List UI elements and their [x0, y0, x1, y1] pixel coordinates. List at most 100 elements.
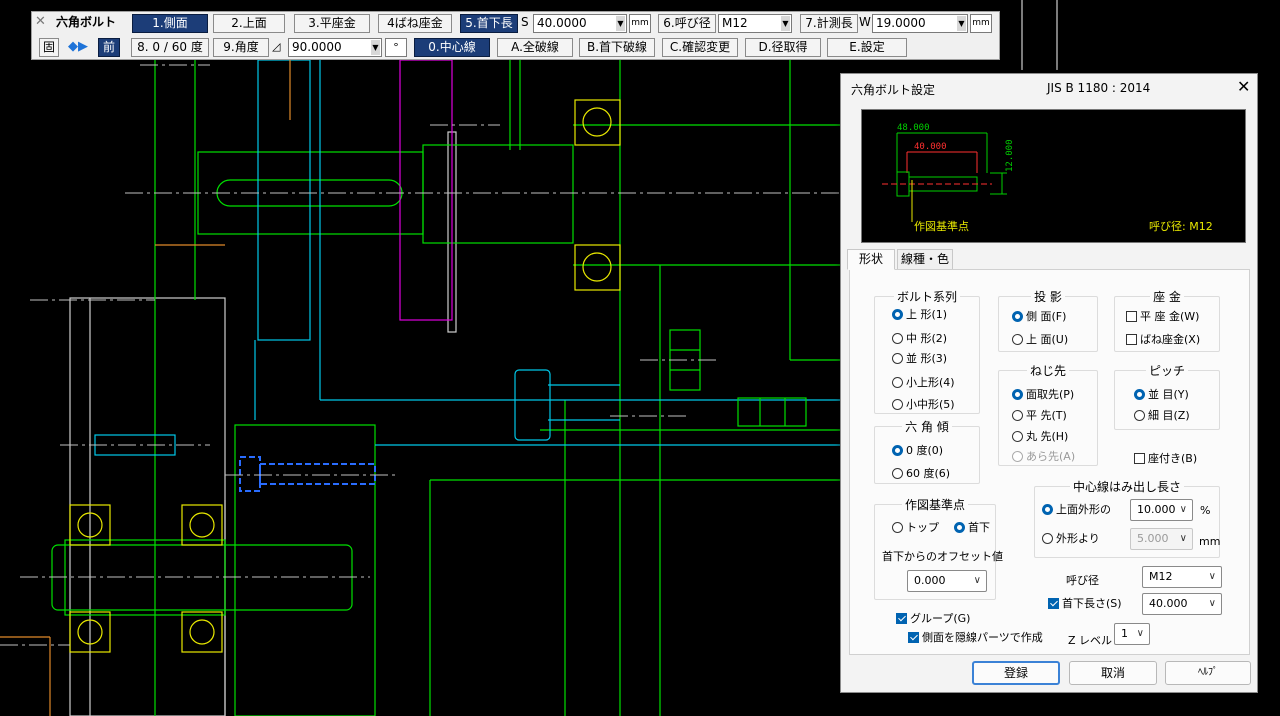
checkbox-icon[interactable] — [1048, 598, 1059, 609]
all-break-line-button[interactable]: A.全破線 — [497, 38, 573, 57]
bolt-series-option-3[interactable]: 並 形(3) — [892, 352, 947, 366]
checkbox-icon[interactable] — [1126, 334, 1137, 345]
nominal-combo[interactable]: M12∨ — [1142, 566, 1222, 588]
neck-break-line-button[interactable]: B.首下破線 — [579, 38, 655, 57]
spring-washer-button[interactable]: 4ばね座金 — [378, 14, 452, 33]
chevron-down-icon[interactable]: ∨ — [1136, 628, 1144, 639]
nominal-diameter-button[interactable]: 6.呼び径 — [658, 14, 716, 33]
chevron-down-icon[interactable]: ∨ — [973, 575, 981, 586]
projection-option-top[interactable]: 上 面(U) — [1012, 333, 1068, 347]
projection-group: 投 影 — [998, 288, 1098, 352]
radio-icon[interactable] — [892, 468, 903, 479]
bolt-series-option-4[interactable]: 小上形(4) — [892, 376, 955, 390]
base-point-option-neck[interactable]: 首下 — [954, 521, 990, 535]
angle-input[interactable]: 90.0000▼ — [288, 38, 382, 57]
base-point-option-top[interactable]: トップ — [892, 521, 939, 535]
screw-tip-option-round[interactable]: 丸 先(H) — [1012, 430, 1068, 444]
radio-icon[interactable] — [892, 333, 903, 344]
measure-length-button[interactable]: 7.計測長 — [800, 14, 858, 33]
confirm-change-button[interactable]: C.確認変更 — [662, 38, 738, 57]
radio-icon[interactable] — [1134, 410, 1145, 421]
radio-icon[interactable] — [1012, 311, 1023, 322]
center-line-button[interactable]: 0.中心線 — [414, 38, 490, 57]
measure-length-input[interactable]: 19.0000▼ — [872, 14, 968, 33]
radio-icon[interactable] — [892, 445, 903, 456]
fix-button[interactable]: 固 — [39, 38, 59, 57]
neck-length-input[interactable]: 40.0000▼ — [533, 14, 627, 33]
diameter-get-button[interactable]: D.径取得 — [745, 38, 821, 57]
bolt-series-option-2[interactable]: 中 形(2) — [892, 332, 947, 346]
nominal-diameter-input[interactable]: M12▼ — [718, 14, 792, 33]
cancel-button[interactable]: 取消 — [1069, 661, 1157, 685]
radio-icon[interactable] — [892, 377, 903, 388]
spring-washer-checkbox[interactable]: ばね座金(X) — [1126, 333, 1200, 347]
center-line-option-outer[interactable]: 外形より — [1042, 532, 1100, 546]
checkbox-icon[interactable] — [908, 632, 919, 643]
washer-title: 座 金 — [1153, 290, 1181, 304]
help-button[interactable]: ﾍﾙﾌﾟ — [1165, 661, 1251, 685]
radio-icon[interactable] — [892, 309, 903, 320]
neck-length-checkbox[interactable]: 首下長さ(S) — [1048, 597, 1122, 611]
radio-icon[interactable] — [1134, 389, 1145, 400]
hex-tilt-option-60[interactable]: 60 度(6) — [892, 467, 950, 481]
toolbar-close-icon[interactable]: ✕ — [35, 14, 46, 29]
pitch-option-coarse[interactable]: 並 目(Y) — [1134, 388, 1189, 402]
plain-washer-checkbox[interactable]: 平 座 金(W) — [1126, 310, 1199, 324]
tab-line-color[interactable]: 線種・色 — [897, 249, 953, 270]
option-label: 小上形(4) — [906, 376, 955, 389]
radio-icon[interactable] — [892, 522, 903, 533]
center-line-top-combo[interactable]: 10.000∨ — [1130, 499, 1193, 521]
checkbox-icon[interactable] — [1126, 311, 1137, 322]
neck-length-unit[interactable]: mm — [629, 14, 651, 33]
neck-length-button[interactable]: 5.首下長 — [460, 14, 518, 33]
radio-icon[interactable] — [1012, 410, 1023, 421]
chevron-down-icon[interactable]: ∨ — [1208, 598, 1216, 609]
angle-step-button[interactable]: 8. 0 / 60 度 — [131, 38, 209, 57]
dropdown-arrow-icon[interactable]: ▼ — [616, 16, 625, 31]
offset-combo[interactable]: 0.000∨ — [907, 570, 987, 592]
chevron-down-icon[interactable]: ∨ — [1208, 571, 1216, 582]
checkbox-icon[interactable] — [896, 613, 907, 624]
checkbox-icon[interactable] — [1134, 453, 1145, 464]
settings-button[interactable]: E.設定 — [827, 38, 907, 57]
radio-icon[interactable] — [1042, 504, 1053, 515]
register-button[interactable]: 登録 — [972, 661, 1060, 685]
screw-tip-option-chamfer[interactable]: 面取先(P) — [1012, 388, 1074, 402]
group-checkbox[interactable]: グループ(G) — [896, 612, 970, 626]
measure-length-unit[interactable]: mm — [970, 14, 992, 33]
dropdown-arrow-icon[interactable]: ▼ — [957, 16, 966, 31]
hidden-parts-checkbox[interactable]: 側面を隠線パーツで作成 — [908, 631, 1043, 645]
center-line-option-top[interactable]: 上面外形の — [1042, 503, 1111, 517]
close-icon[interactable]: ✕ — [1237, 77, 1251, 96]
plain-washer-button[interactable]: 3.平座金 — [294, 14, 370, 33]
tab-shape[interactable]: 形状 — [847, 249, 895, 270]
radio-icon[interactable] — [954, 522, 965, 533]
washer-group: 座 金 — [1114, 288, 1220, 352]
z-level-combo[interactable]: 1∨ — [1114, 623, 1150, 645]
hex-tilt-option-0[interactable]: 0 度(0) — [892, 444, 943, 458]
radio-icon[interactable] — [1012, 431, 1023, 442]
seated-checkbox[interactable]: 座付き(B) — [1134, 452, 1197, 466]
chevron-down-icon[interactable]: ∨ — [1179, 504, 1187, 515]
projection-option-side[interactable]: 側 面(F) — [1012, 310, 1066, 324]
radio-icon[interactable] — [892, 399, 903, 410]
neck-length-combo[interactable]: 40.000∨ — [1142, 593, 1222, 615]
bolt-series-option-5[interactable]: 小中形(5) — [892, 398, 955, 412]
radio-icon[interactable] — [892, 353, 903, 364]
option-label: 側面を隠線パーツで作成 — [922, 631, 1043, 644]
pitch-option-fine[interactable]: 細 目(Z) — [1134, 409, 1190, 423]
toggle-arrows-icon[interactable]: ◆▶ — [68, 39, 88, 54]
side-view-button[interactable]: 1.側面 — [132, 14, 208, 33]
dropdown-arrow-icon[interactable]: ▼ — [781, 16, 790, 31]
radio-icon[interactable] — [1012, 389, 1023, 400]
top-view-button[interactable]: 2.上面 — [213, 14, 285, 33]
screw-tip-option-flat[interactable]: 平 先(T) — [1012, 409, 1067, 423]
radio-icon[interactable] — [1042, 533, 1053, 544]
angle-unit[interactable]: ° — [385, 38, 407, 57]
front-button[interactable]: 前 — [98, 38, 120, 57]
radio-icon[interactable] — [1012, 334, 1023, 345]
bolt-series-option-1[interactable]: 上 形(1) — [892, 308, 947, 322]
angle-button[interactable]: 9.角度 — [213, 38, 269, 57]
dropdown-arrow-icon[interactable]: ▼ — [371, 40, 380, 55]
